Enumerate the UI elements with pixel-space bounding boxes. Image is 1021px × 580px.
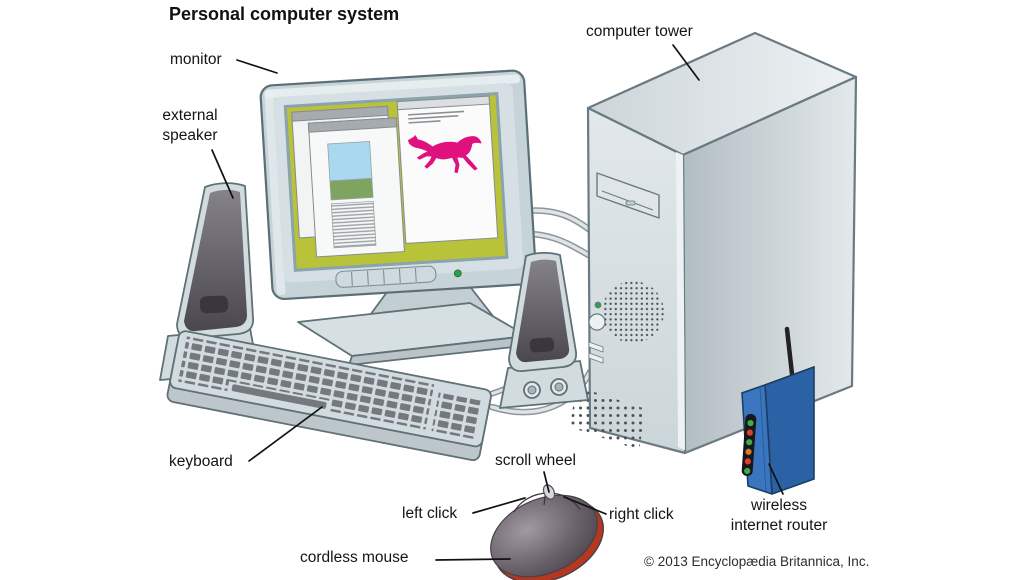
- cordless-mouse-illustration: [490, 484, 605, 580]
- router-led: [746, 439, 753, 446]
- document-text-block: [330, 200, 377, 249]
- copyright-notice: © 2013 Encyclopædia Britannica, Inc.: [644, 554, 870, 569]
- photo-hills: [329, 177, 374, 201]
- right-speaker-illustration: [499, 251, 589, 409]
- router-antenna: [784, 326, 795, 377]
- router-led: [747, 419, 754, 427]
- keyboard-illustration: [166, 330, 492, 462]
- router-led: [744, 467, 751, 475]
- leader-line-keyboard: [248, 406, 323, 462]
- horse-image: [407, 135, 482, 174]
- leader-line-monitor: [236, 59, 278, 74]
- router-led: [744, 458, 751, 465]
- label-right-click: right click: [609, 506, 674, 523]
- keyboard-spacebar: [231, 384, 327, 409]
- leader-line-left-click: [472, 497, 526, 514]
- usb-ports: [588, 341, 604, 364]
- label-cordless-mouse: cordless mouse: [300, 549, 409, 566]
- label-computer-tower: computer tower: [586, 23, 693, 40]
- photo-sky: [327, 141, 373, 182]
- label-left-click: left click: [402, 505, 458, 522]
- leader-line-computer-tower: [672, 44, 700, 81]
- monitor-buttons: [335, 265, 437, 288]
- app-window-horse: [396, 95, 499, 244]
- leader-line-external-speaker: [211, 149, 234, 199]
- keyboard-numpad: [431, 392, 483, 440]
- monitor-power-led: [453, 269, 462, 278]
- router-led: [745, 448, 752, 455]
- label-external-speaker: external speaker: [162, 107, 218, 144]
- tower-power-led: [594, 301, 602, 309]
- leader-line-right-click: [563, 496, 607, 515]
- router-led: [746, 429, 753, 436]
- tower-power-button: [588, 313, 606, 331]
- figure-title: Personal computer system: [169, 4, 400, 24]
- leader-line-scroll-wheel: [543, 471, 550, 493]
- optical-drive: [596, 172, 660, 219]
- label-keyboard: keyboard: [169, 453, 233, 470]
- label-wireless-router: wireless internet router: [730, 497, 828, 534]
- leader-line-wireless-router: [768, 463, 784, 495]
- keyboard-keys: [178, 336, 435, 430]
- tower-grille: [601, 280, 665, 344]
- app-window-document: [307, 117, 405, 258]
- wireless-router-illustration: [741, 326, 815, 495]
- router-led-lights: [744, 419, 754, 475]
- leader-line-cordless-mouse: [435, 558, 511, 561]
- monitor-illustration: [259, 69, 537, 301]
- label-monitor: monitor: [170, 51, 222, 68]
- label-scroll-wheel: scroll wheel: [495, 452, 576, 469]
- computer-tower-illustration: [570, 31, 858, 455]
- leader-lines: [211, 44, 784, 561]
- tower-vents: [570, 386, 646, 450]
